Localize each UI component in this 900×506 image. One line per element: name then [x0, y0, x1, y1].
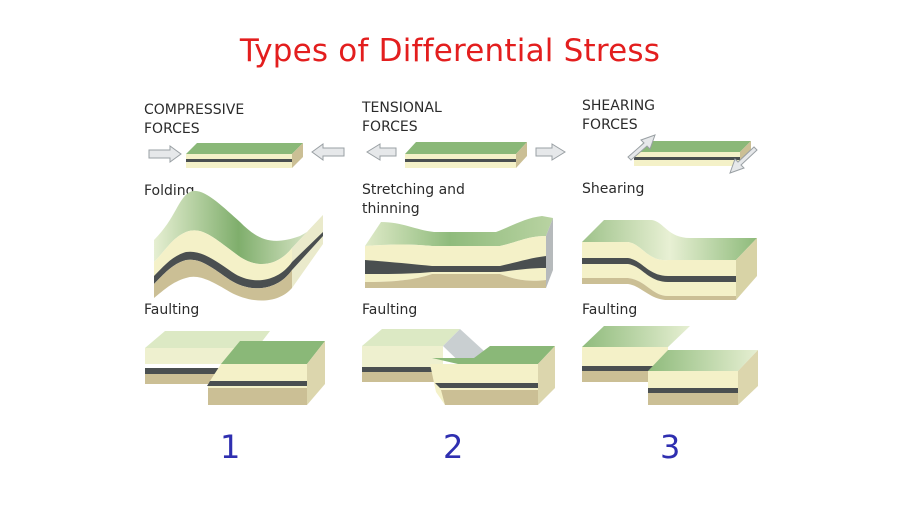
- column-number-3: 3: [660, 428, 681, 466]
- compress-arrow-right: [311, 143, 345, 161]
- shearing-block: [582, 220, 757, 300]
- folding-label-line1: Folding: [144, 183, 195, 199]
- column-number-2: 2: [443, 428, 464, 466]
- tension-arrow-left: [366, 143, 397, 161]
- shearing-label: Shearing: [582, 180, 644, 199]
- folding-label: Folding: [144, 182, 195, 201]
- stretching-block: [365, 216, 553, 288]
- shear-arrow-upper: [627, 134, 656, 161]
- shearing-label-line1b: Shearing: [582, 181, 645, 197]
- column-number-1: 1: [220, 428, 241, 466]
- tensional-fault-block: [362, 329, 555, 405]
- compress-arrow-left: [148, 145, 182, 163]
- tensional-label-line2: FORCES: [362, 119, 418, 135]
- shearing-forces-label: SHEARING FORCES: [582, 97, 655, 135]
- stretching-label-line2: thinning: [362, 201, 420, 217]
- tensional-forces-label: TENSIONAL FORCES: [362, 99, 442, 137]
- compressive-label-line2: FORCES: [144, 121, 200, 137]
- compressive-forces-label: COMPRESSIVE FORCES: [144, 101, 244, 139]
- tensional-plate: [405, 142, 527, 168]
- shearing-label-line2: FORCES: [582, 117, 638, 133]
- diagram-title: Types of Differential Stress: [239, 33, 661, 69]
- faulting-label-3: Faulting: [582, 302, 638, 318]
- shear-arrow-lower: [729, 146, 758, 174]
- stretching-label-line1: Stretching and: [362, 182, 465, 198]
- faulting-label-2: Faulting: [362, 302, 418, 318]
- tension-arrow-right: [535, 143, 566, 161]
- tensional-label-line1: TENSIONAL: [362, 100, 442, 116]
- compressive-fault-block: [145, 331, 325, 405]
- compressive-plate: [186, 143, 303, 168]
- stretching-label: Stretching and thinning: [362, 181, 465, 219]
- shearing-label-line1: SHEARING: [582, 98, 656, 114]
- folding-block: [154, 190, 323, 301]
- faulting-label-1: Faulting: [144, 302, 200, 318]
- compressive-label-line1: COMPRESSIVE: [144, 102, 245, 118]
- shearing-fault-block: [582, 326, 758, 405]
